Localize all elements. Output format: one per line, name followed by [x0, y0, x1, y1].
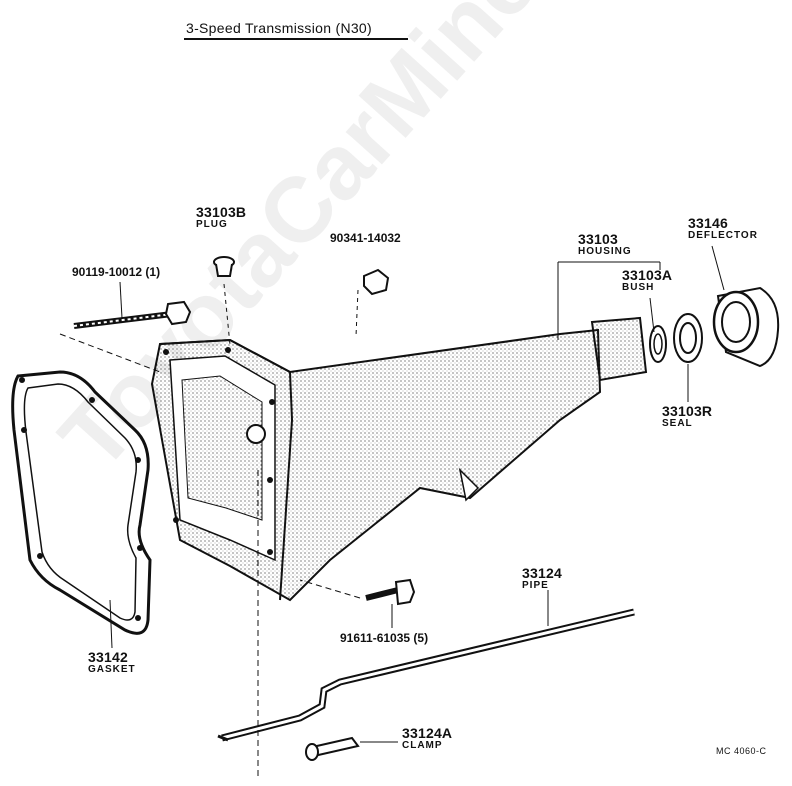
deflector-part-number: 33146 [688, 215, 728, 231]
label-bottom-bolt: 91611-61035 (5) [340, 631, 429, 645]
label-bush: 33103A BUSH [622, 268, 672, 293]
plug-part-number: 33103B [196, 204, 247, 220]
housing-part-number: 33103 [578, 231, 618, 247]
clamp-drawing [305, 736, 360, 761]
pipe-part-name: PIPE [522, 580, 549, 591]
housing-part-name: HOUSING [578, 246, 632, 257]
bottom-bolt-drawing [365, 578, 416, 606]
bush-part-name: BUSH [622, 282, 655, 293]
small-bolt-drawing [363, 268, 390, 296]
clamp-part-name: CLAMP [402, 740, 443, 751]
pipe-drawing [217, 608, 635, 742]
label-small-bolt: 90341-14032 [330, 231, 401, 245]
clamp-part-number: 33124A [402, 725, 453, 741]
deflector-part-name: DEFLECTOR [688, 230, 758, 241]
pipe-part-number: 33124 [522, 565, 562, 581]
title-underline [184, 38, 408, 40]
label-gasket: 33142 GASKET [88, 650, 136, 675]
deflector-drawing [712, 286, 780, 368]
gasket-drawing [11, 370, 152, 635]
gasket-part-number: 33142 [88, 649, 128, 665]
seal-drawing [673, 313, 703, 363]
bush-part-number: 33103A [622, 267, 673, 283]
bush-drawing [649, 325, 667, 363]
leader-lines [59, 245, 725, 780]
label-housing: 33103 HOUSING [578, 232, 632, 257]
plug-drawing [213, 256, 235, 277]
label-deflector: 33146 DEFLECTOR [688, 216, 758, 241]
label-long-bolt: 90119-10012 (1) [72, 265, 161, 279]
housing-drawing [150, 316, 648, 602]
label-clamp: 33124A CLAMP [402, 726, 452, 751]
plug-part-name: PLUG [196, 219, 228, 230]
figure-code: MC 4060-C [716, 746, 767, 756]
seal-part-name: SEAL [662, 418, 693, 429]
label-plug: 33103B PLUG [196, 205, 246, 230]
label-seal: 33103R SEAL [662, 404, 712, 429]
gasket-part-name: GASKET [88, 664, 136, 675]
seal-part-number: 33103R [662, 403, 713, 419]
long-bolt-drawing [73, 300, 192, 329]
diagram-title: 3-Speed Transmission (N30) [186, 20, 372, 36]
label-pipe: 33124 PIPE [522, 566, 562, 591]
